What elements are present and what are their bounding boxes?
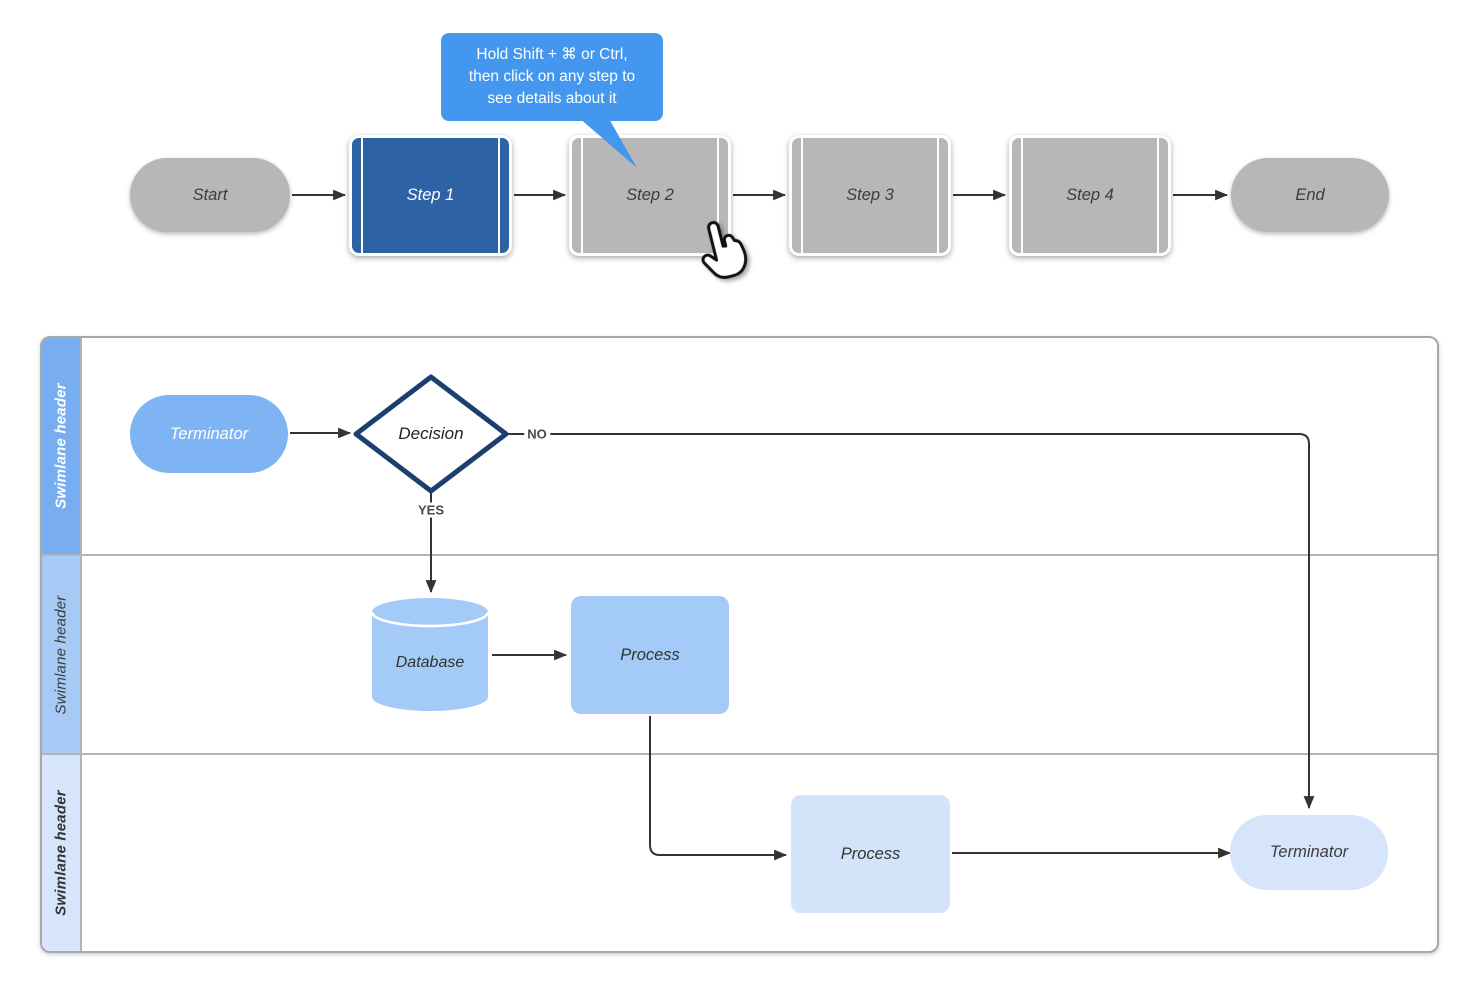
database-divider	[370, 611, 490, 628]
pointer-hand-icon	[701, 221, 748, 279]
edge-label-no: NO	[524, 426, 550, 442]
process2-node[interactable]: Process	[791, 795, 950, 913]
swimlane-header-2[interactable]: Swimlane header	[42, 556, 82, 753]
start-terminator[interactable]: Start	[130, 158, 290, 232]
step2-node[interactable]: Step 2	[569, 135, 731, 256]
predefined-process-bar	[801, 138, 803, 253]
terminator1-node[interactable]: Terminator	[130, 395, 288, 473]
predefined-process-bar	[1157, 138, 1159, 253]
decision-shape[interactable]	[353, 374, 509, 494]
shape-label: Terminator	[1269, 843, 1349, 861]
swimlane-header-3[interactable]: Swimlane header	[42, 755, 82, 951]
tooltip-tail-icon	[578, 117, 637, 168]
predefined-process-bar	[717, 138, 719, 253]
shape-label: Step 4	[1066, 186, 1114, 204]
tooltip-bubble: Hold Shift + ⌘ or Ctrl, then click on an…	[441, 33, 663, 121]
shape-label: Process	[840, 844, 901, 863]
shape-label: Process	[620, 645, 680, 664]
edge-process1-process2	[649, 716, 788, 861]
shape-label: Step 1	[406, 186, 455, 204]
shape-label: Start	[192, 185, 228, 204]
predefined-process-bar	[361, 138, 363, 253]
swimlane-header-1[interactable]: Swimlane header	[42, 338, 82, 554]
predefined-process-bar	[937, 138, 939, 253]
step1-node[interactable]: Step 1	[349, 135, 512, 256]
swimlane-row-3: Swimlane header	[42, 755, 1437, 951]
edge-label-yes: YES	[414, 502, 448, 518]
shape-label: Step 3	[846, 186, 894, 204]
predefined-process-bar	[498, 138, 500, 253]
end-terminator[interactable]: End	[1231, 158, 1389, 232]
predefined-process-bar	[581, 138, 583, 253]
swimlane-row-1: Swimlane header	[42, 338, 1437, 556]
tooltip-text: Hold Shift + ⌘ or Ctrl, then click on an…	[468, 46, 636, 107]
terminator2-node[interactable]: Terminator	[1230, 815, 1388, 890]
predefined-process-bar	[1021, 138, 1023, 253]
shape-label: Step 2	[626, 186, 674, 204]
shape-label: End	[1295, 185, 1325, 204]
database-label: Database	[395, 654, 465, 671]
step4-node[interactable]: Step 4	[1009, 135, 1171, 256]
shape-label: Terminator	[169, 424, 249, 443]
swimlane-row-2: Swimlane header	[42, 556, 1437, 755]
process1-node[interactable]: Process	[571, 596, 729, 714]
step3-node[interactable]: Step 3	[789, 135, 951, 256]
database-shape[interactable]	[372, 598, 488, 711]
edge-decision-no-terminator2	[508, 433, 1315, 810]
decision-label: Decision	[398, 424, 464, 443]
